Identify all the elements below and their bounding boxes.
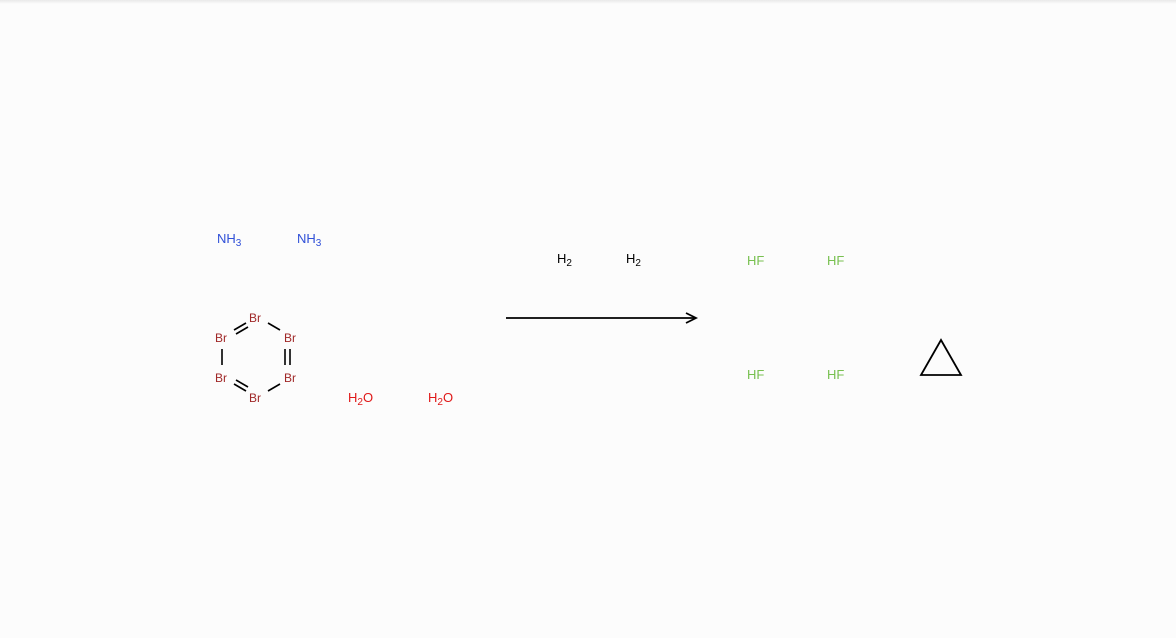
bromine-atom: Br — [215, 331, 227, 345]
bromine-atom: Br — [284, 331, 296, 345]
hydrogen-label-1: H2 — [557, 251, 572, 269]
hexabromobenzene-atoms: Br Br Br Br Br Br — [215, 311, 296, 405]
hf-label: HF — [747, 367, 764, 382]
hf-label: HF — [747, 253, 764, 268]
triangle-icon — [919, 338, 963, 376]
bond-line — [233, 322, 247, 331]
top-shadow — [0, 0, 1176, 4]
bond-line — [235, 379, 249, 388]
bromine-atom: Br — [249, 391, 261, 405]
bond-line — [233, 383, 247, 392]
bromine-atom: Br — [215, 371, 227, 385]
bond-line — [267, 383, 281, 392]
bromine-atom: Br — [249, 311, 261, 325]
hf-label: HF — [827, 253, 844, 268]
hydrogen-fluoride-group: HF HF HF HF — [747, 253, 844, 382]
hexabromobenzene-bonds — [221, 322, 291, 392]
bromine-atom: Br — [284, 371, 296, 385]
ammonia-label-2: NH3 — [297, 231, 322, 249]
hf-label: HF — [827, 367, 844, 382]
bond-line — [267, 322, 281, 331]
hydrogen-label-2: H2 — [626, 251, 641, 269]
water-label-2: H2O — [428, 390, 453, 408]
reaction-arrow — [506, 312, 699, 324]
bond-line — [235, 326, 249, 335]
water-label-1: H2O — [348, 390, 373, 408]
ammonia-label-1: NH3 — [217, 231, 242, 249]
